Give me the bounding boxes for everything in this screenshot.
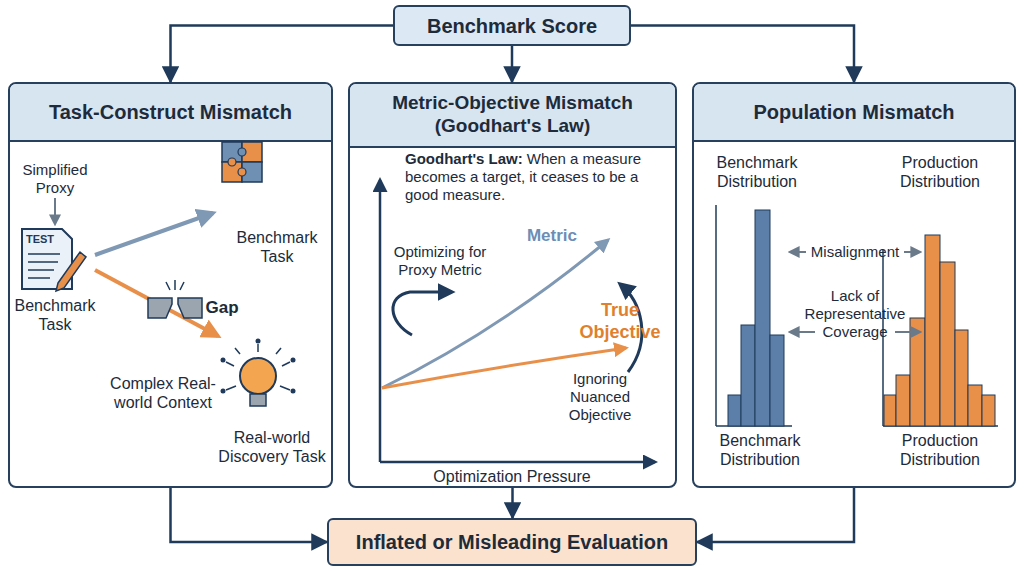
benchmark-arrow <box>95 213 213 255</box>
flow-connector <box>171 26 394 83</box>
quote-block: Goodhart's Law:When a measure becomes a … <box>405 150 667 204</box>
summary-box: Inflated or Misleading Evaluation <box>327 518 697 566</box>
test-document-icon <box>22 229 72 289</box>
quote-heading: Goodhart's Law: <box>405 150 523 167</box>
histogram-bar <box>884 395 896 426</box>
flow-connector <box>697 488 854 542</box>
histogram-bar <box>982 395 995 426</box>
puzzle-piece <box>222 162 242 182</box>
annotation-label: Metric <box>517 226 587 246</box>
puzzle-nub <box>228 158 236 166</box>
annotation-label: Benchmark Distribution <box>700 431 820 469</box>
panel-header: Task-Construct Mismatch <box>10 84 331 142</box>
proxy-arrow <box>54 198 56 224</box>
histogram-axis <box>883 425 998 427</box>
category-panel: Metric-Objective Mismatch (Goodhart's La… <box>348 82 677 488</box>
misalignment-arrow <box>790 251 806 253</box>
annotation-label: Benchmark Distribution <box>697 153 817 191</box>
histogram-bar <box>968 385 982 426</box>
box-label: Benchmark Score <box>427 14 597 38</box>
bulb-rays <box>226 344 290 390</box>
histogram-bar <box>770 335 784 426</box>
histogram-bar <box>728 395 741 426</box>
flow-connector <box>631 26 854 83</box>
annotation-label: Misalignment <box>800 243 910 261</box>
category-panel: Task-Construct Mismatch <box>8 82 333 488</box>
panel-title: Metric-Objective Mismatch (Goodhart's La… <box>358 92 667 138</box>
flow-connector <box>171 488 328 542</box>
bulb-icon <box>240 358 276 394</box>
document-line <box>28 277 50 279</box>
puzzle-nub <box>238 168 246 176</box>
bulb-base <box>250 394 266 406</box>
histogram-axis <box>882 250 884 426</box>
puzzle-piece <box>242 142 262 162</box>
x-axis <box>380 461 655 464</box>
annotation-label: Simplified Proxy <box>5 161 105 197</box>
histogram-bar <box>910 318 925 426</box>
panel-title: Population Mismatch <box>753 100 954 124</box>
real-world-arrow <box>95 270 218 336</box>
annotation-label: Lack of Representative Coverage <box>795 287 915 341</box>
circuit-node <box>221 358 226 363</box>
circuit-node <box>221 389 226 394</box>
panel-header: Population Mismatch <box>694 84 1014 142</box>
annotation-label: Benchmark Task <box>0 296 110 334</box>
flow-connector <box>511 46 514 82</box>
summary-box: Benchmark Score <box>393 5 631 46</box>
annotation-label: Benchmark Task <box>222 228 332 266</box>
circuit-node <box>256 339 261 344</box>
category-panel: Population Mismatch <box>692 82 1016 488</box>
histogram-bar <box>741 325 755 426</box>
circuit-node <box>291 358 296 363</box>
gap-piece <box>178 298 202 318</box>
divergence-arrow <box>620 284 642 372</box>
coverage-arrow <box>895 331 920 333</box>
document-line <box>28 269 54 271</box>
annotation-label: True Objective <box>575 300 665 343</box>
histogram-bar <box>955 330 968 426</box>
histogram-bar <box>896 375 910 426</box>
gap-crack <box>166 280 184 290</box>
puzzle-piece <box>242 162 262 182</box>
gap-piece <box>148 298 172 318</box>
puzzle-nub <box>238 148 246 156</box>
flow-connector <box>511 488 514 518</box>
misalignment-arrow <box>904 251 920 253</box>
annotation-label: Complex Real-world Context <box>108 374 218 412</box>
annotation-label: Production Distribution <box>880 431 1000 469</box>
histogram-axis <box>716 425 792 427</box>
puzzle-piece <box>222 142 242 162</box>
histogram-axis <box>715 205 717 426</box>
quote-text: When a measure becomes a target, it ceas… <box>405 150 641 203</box>
document-line <box>28 261 58 263</box>
panel-header: Metric-Objective Mismatch (Goodhart's La… <box>350 84 675 148</box>
y-axis <box>379 180 382 462</box>
document-line <box>28 253 60 255</box>
circuit-node <box>291 389 296 394</box>
histogram-bar <box>755 210 770 426</box>
annotation-label: Gap <box>197 298 247 318</box>
histogram-bar <box>940 262 955 426</box>
annotation-label: Real-world Discovery Task <box>210 428 335 466</box>
pencil-icon <box>56 252 86 291</box>
annotation-label: TEST <box>20 233 60 246</box>
annotation-label: Production Distribution <box>880 153 1000 191</box>
annotation-label: Optimizing for Proxy Metric <box>380 243 500 279</box>
coverage-arrow <box>790 331 815 333</box>
annotation-label: Optimization Pressure <box>382 467 642 486</box>
metric-curve <box>382 240 608 388</box>
box-label: Inflated or Misleading Evaluation <box>356 530 668 554</box>
histogram-bar <box>925 235 940 426</box>
annotation-label: Ignoring Nuanced Objective <box>545 370 655 424</box>
objective-curve <box>382 348 626 388</box>
panel-title: Task-Construct Mismatch <box>49 100 292 124</box>
optimizing-loop-arrow <box>393 292 452 335</box>
